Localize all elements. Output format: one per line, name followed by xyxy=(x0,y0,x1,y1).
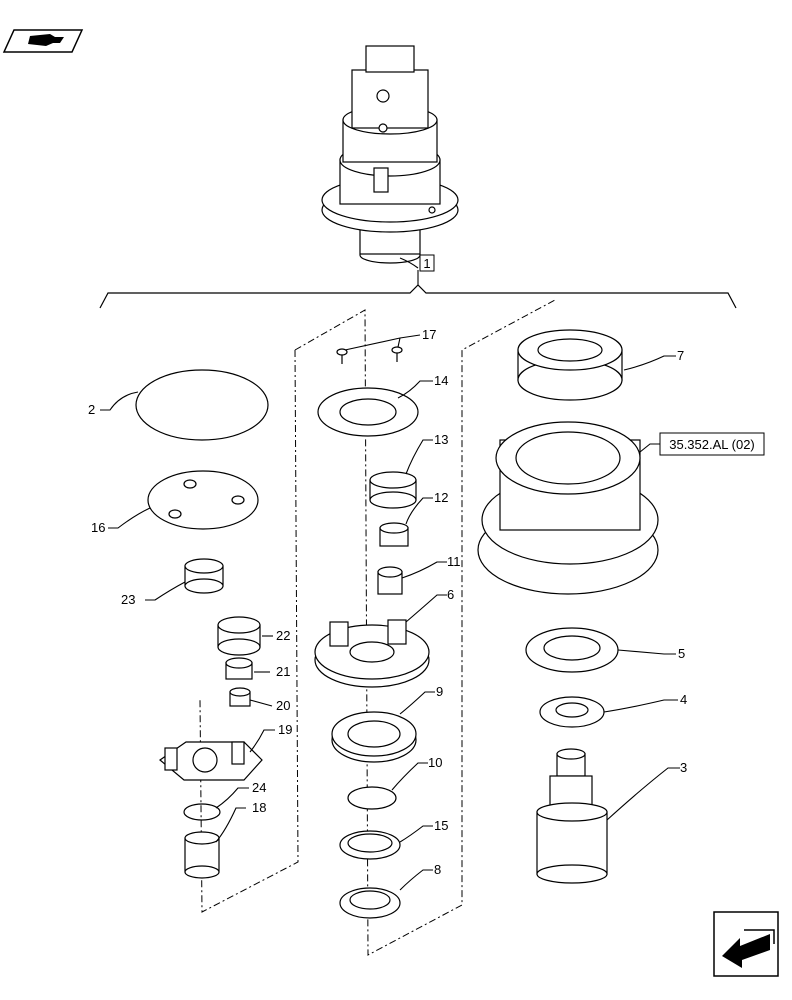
callout-10: 10 xyxy=(428,755,442,770)
callout-5: 5 xyxy=(678,646,685,661)
bushing xyxy=(229,687,251,707)
roller-bearing xyxy=(517,329,623,401)
sun-gear-center xyxy=(369,471,417,509)
book-icon[interactable] xyxy=(2,29,84,53)
pinion-shaft xyxy=(536,748,608,884)
callout-20: 20 xyxy=(276,698,290,713)
sun-gear-small xyxy=(184,558,224,594)
spacer-ring xyxy=(539,696,605,728)
callout-8: 8 xyxy=(434,862,441,877)
callout-1: 1 xyxy=(423,256,430,271)
sun-gear-long xyxy=(184,831,220,879)
screws xyxy=(336,346,403,364)
swing-motor-assembly xyxy=(321,45,459,264)
seal-ring xyxy=(339,830,401,860)
callout-13: 13 xyxy=(434,432,448,447)
planet-carrier-center xyxy=(314,619,430,688)
navigation-arrow-icon[interactable] xyxy=(713,911,779,977)
planet-carrier xyxy=(159,741,263,781)
callout-4: 4 xyxy=(680,692,687,707)
ball-bearing xyxy=(331,711,417,763)
callout-19: 19 xyxy=(278,722,292,737)
callout-9: 9 xyxy=(436,684,443,699)
callout-14: 14 xyxy=(434,373,448,388)
leader-lines xyxy=(100,334,680,891)
needle-bearing-center xyxy=(379,522,409,547)
callout-box-1 xyxy=(419,254,435,272)
snap-ring xyxy=(183,803,221,821)
callout-21: 21 xyxy=(276,664,290,679)
callout-18: 18 xyxy=(252,800,266,815)
ring-gear-housing xyxy=(477,421,659,595)
callout-16: 16 xyxy=(91,520,105,535)
callout-17: 17 xyxy=(422,327,436,342)
callout-2: 2 xyxy=(88,402,95,417)
thrust-plate xyxy=(147,470,259,530)
callout-22: 22 xyxy=(276,628,290,643)
callout-3: 3 xyxy=(680,760,687,775)
callout-15: 15 xyxy=(434,818,448,833)
callout-labels: 2 3 4 5 6 7 8 9 10 11 12 13 14 15 16 17 … xyxy=(88,327,687,877)
o-ring xyxy=(135,369,269,441)
left-group-boundary xyxy=(199,349,299,913)
callout-12: 12 xyxy=(434,490,448,505)
cover-plate xyxy=(317,387,419,437)
spacer xyxy=(377,566,403,595)
callout-23: 23 xyxy=(121,592,135,607)
callout-7: 7 xyxy=(677,348,684,363)
oil-seal xyxy=(339,887,401,919)
planet-gear xyxy=(217,616,261,656)
group-bracket xyxy=(99,284,737,309)
collar xyxy=(347,786,397,810)
reference-box[interactable]: 35.352.AL (02) xyxy=(659,432,765,456)
callout-6: 6 xyxy=(447,587,454,602)
svg-text:35.352.AL (02): 35.352.AL (02) xyxy=(669,437,755,452)
callout-11: 11 xyxy=(447,554,461,569)
needle-bearing xyxy=(225,657,253,680)
callout-24: 24 xyxy=(252,780,266,795)
thrust-washer xyxy=(525,627,619,673)
